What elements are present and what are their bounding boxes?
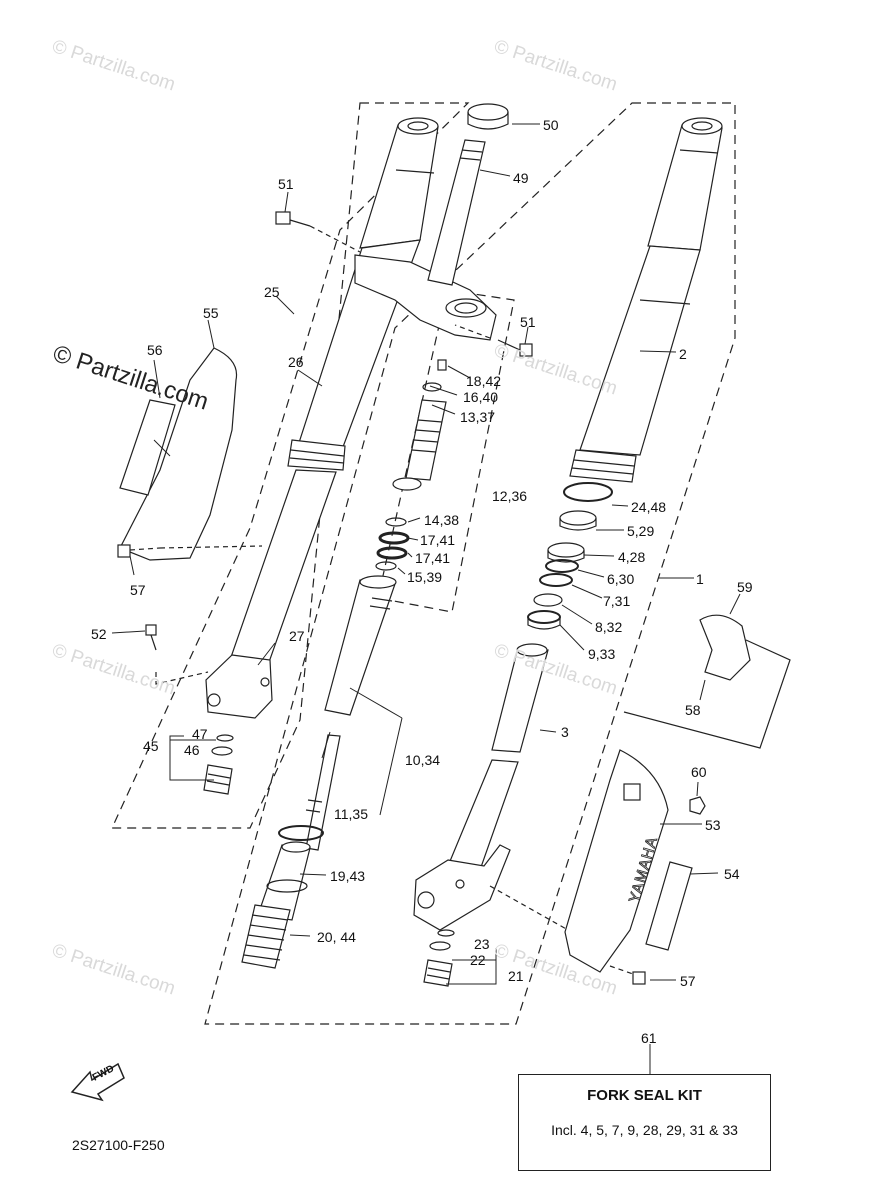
callout-label: 2	[679, 346, 687, 362]
right-fork-guard	[564, 749, 693, 973]
callout-label: 50	[543, 117, 559, 133]
fork-guard-clip	[623, 614, 791, 749]
damper-rod	[241, 575, 397, 969]
callout-label: 4,28	[618, 549, 646, 565]
callout-label: 17,41	[415, 550, 451, 566]
callout-label: 23	[474, 936, 490, 952]
callout-label: 1	[696, 571, 704, 587]
callout-label: 9,33	[588, 646, 616, 662]
callout-label: 53	[705, 817, 721, 833]
callout-label: 15,39	[407, 569, 443, 585]
callout-label: 49	[513, 170, 529, 186]
callout-label: 54	[724, 866, 740, 882]
kit-contents: Incl. 4, 5, 7, 9, 28, 29, 31 & 33	[551, 1122, 738, 1138]
callout-label: 20, 44	[317, 929, 356, 945]
collar-60	[689, 796, 706, 815]
callout-label: 7,31	[603, 593, 631, 609]
callout-label: 45	[143, 738, 159, 754]
callout-label: 26	[288, 354, 304, 370]
callout-label: 21	[508, 968, 524, 984]
callout-label: 55	[203, 305, 219, 321]
bolt-57-left	[117, 544, 263, 558]
steering-stem	[427, 103, 509, 286]
dashed-outline-damper	[377, 289, 515, 613]
callout-label: 51	[278, 176, 294, 192]
axle-holder-parts-left	[203, 734, 234, 795]
bolt-51-lower	[454, 324, 533, 357]
callout-label: 58	[685, 702, 701, 718]
callout-label: 22	[470, 952, 486, 968]
callout-label: 52	[91, 626, 107, 642]
upper-bracket	[354, 254, 497, 341]
left-fork-inner-tube	[205, 469, 337, 719]
callout-label: 60	[691, 764, 707, 780]
fwd-arrow	[70, 1062, 125, 1102]
callout-label: 10,34	[405, 752, 441, 768]
callout-label: 8,32	[595, 619, 623, 635]
callout-label: 3	[561, 724, 569, 740]
axle-holder-parts-right	[423, 929, 455, 987]
callout-label: 11,35	[334, 806, 368, 822]
callout-label: 14,38	[424, 512, 460, 528]
dashed-outline-right	[204, 102, 736, 1025]
callout-label: 27	[289, 628, 305, 644]
bolt-51-upper	[275, 211, 361, 253]
callout-label: 56	[147, 342, 163, 358]
fork-seal-kit-box: FORK SEAL KIT Incl. 4, 5, 7, 9, 28, 29, …	[518, 1074, 771, 1171]
callout-label: 46	[184, 742, 200, 758]
bolt-57-right	[609, 965, 646, 985]
callout-label: 19,43	[330, 868, 366, 884]
callout-label: 6,30	[607, 571, 635, 587]
callout-label: 57	[130, 582, 146, 598]
dashed-outline-left	[111, 102, 470, 829]
bolt-52	[145, 624, 209, 685]
callout-label: 57	[680, 973, 696, 989]
callout-label: 16,40	[463, 389, 499, 405]
callout-label: 59	[737, 579, 753, 595]
callout-label: 47	[192, 726, 208, 742]
callout-label: 17,41	[420, 532, 456, 548]
damper-cartridge	[375, 359, 447, 571]
callout-label: 13,37	[460, 409, 496, 425]
right-fork-outer-tube	[569, 117, 723, 483]
callout-label: 25	[264, 284, 280, 300]
callout-label: 51	[520, 314, 536, 330]
diagram-code: 2S27100-F250	[72, 1137, 165, 1153]
callout-label: 18,42	[466, 373, 502, 389]
callout-label: 61	[641, 1030, 657, 1046]
callout-label: 24,48	[631, 499, 667, 515]
leader-to-guard	[489, 885, 601, 949]
kit-title: FORK SEAL KIT	[587, 1087, 702, 1104]
callout-label: 5,29	[627, 523, 655, 539]
right-fork-inner-tube	[413, 643, 549, 931]
leader-lines	[111, 123, 741, 1074]
seal-stack	[527, 482, 613, 630]
callout-label: 12,36	[492, 488, 528, 504]
